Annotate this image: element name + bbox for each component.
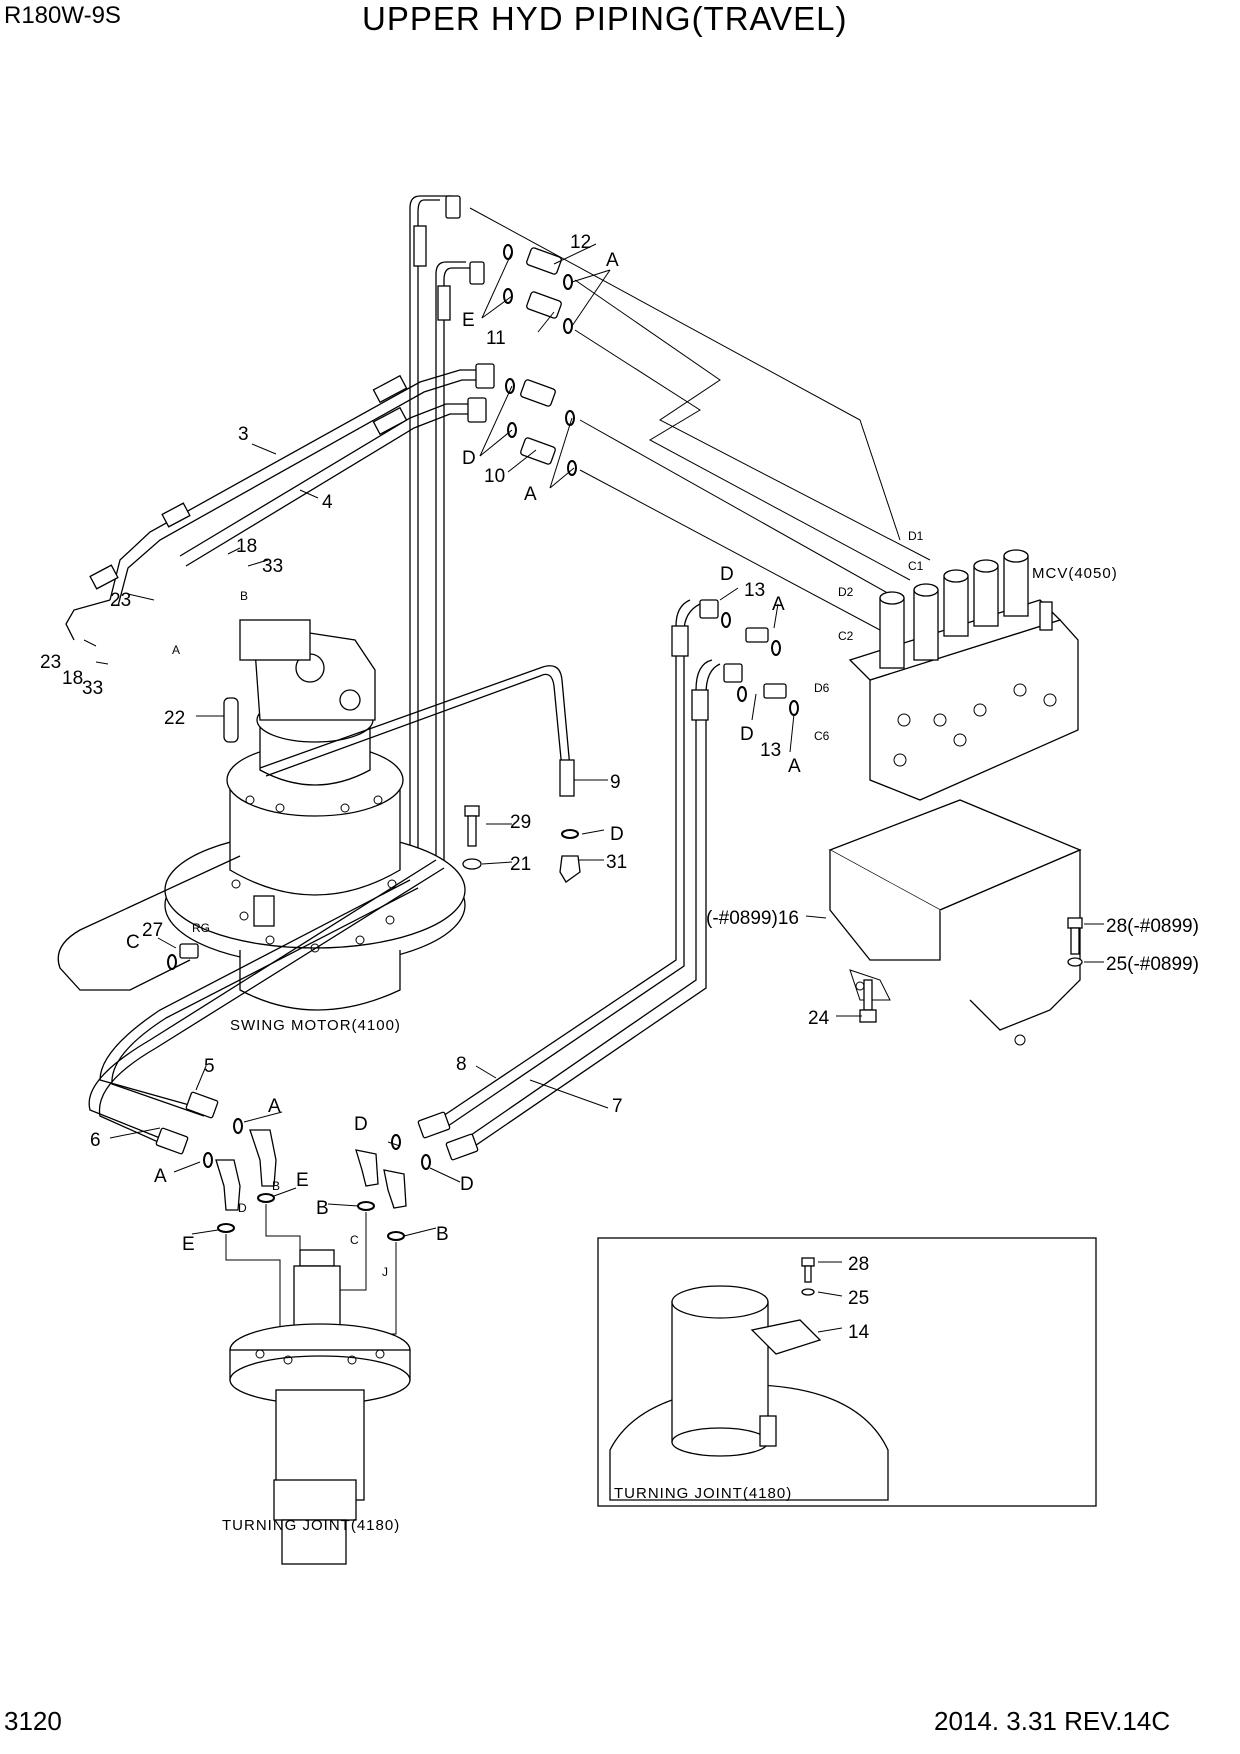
port-label-D: D <box>238 1201 247 1215</box>
bolt-29 <box>462 805 482 870</box>
port-label-J: J <box>382 1265 388 1279</box>
callout-A: A <box>524 484 537 505</box>
port-label-D2: D2 <box>838 585 854 599</box>
lower-hoses <box>88 599 721 1161</box>
callout-labels: 12 A E 11 D 10 A 3 4 18 33 23 B A 23 18 … <box>40 232 1199 1534</box>
callout-23: 23 <box>40 652 61 673</box>
mcv <box>848 549 1079 801</box>
callout-29: 29 <box>510 812 531 833</box>
port-label-A: A <box>172 643 180 657</box>
callout-A: A <box>788 756 801 777</box>
port-label-D6: D6 <box>814 681 830 695</box>
fitting-27 <box>167 943 199 970</box>
callout-B: B <box>316 1198 329 1219</box>
callout-24: 24 <box>808 1008 830 1029</box>
callout-16: (-#0899)16 <box>706 908 799 929</box>
callout-18: 18 <box>62 668 83 689</box>
callout-33: 33 <box>82 678 103 699</box>
port-label-C6: C6 <box>814 729 830 743</box>
callout-13: 13 <box>744 580 765 601</box>
port-label-B: B <box>272 1179 280 1193</box>
page-number: 3120 <box>4 1706 62 1736</box>
turning-joint-label: TURNING JOINT(4180) <box>222 1517 400 1534</box>
callout-4: 4 <box>322 492 333 513</box>
mcv-bracket-16 <box>828 799 1082 1046</box>
callout-21: 21 <box>510 854 531 875</box>
bolt-24 <box>859 979 877 1023</box>
callout-D: D <box>610 824 624 845</box>
callout-E: E <box>462 310 475 331</box>
callout-A: A <box>154 1166 167 1187</box>
port-label-C1: C1 <box>908 559 924 573</box>
elbows-orings <box>203 1118 431 1241</box>
callout-D: D <box>720 564 734 585</box>
swing-motor <box>164 619 466 1011</box>
hoses-3-4 <box>65 369 480 641</box>
port-label-B: B <box>240 589 248 603</box>
callout-9: 9 <box>610 772 621 793</box>
model-number: R180W-9S <box>4 2 121 29</box>
callout-27: 27 <box>142 920 163 941</box>
callout-6: 6 <box>90 1130 101 1151</box>
turning-joint-inset-label: TURNING JOINT(4180) <box>614 1485 792 1502</box>
callout-18: 18 <box>236 536 257 557</box>
turning-joint <box>225 1204 411 1565</box>
rg-hose <box>57 855 241 991</box>
callout-E: E <box>182 1234 195 1255</box>
callout-23: 23 <box>110 590 131 611</box>
callout-10: 10 <box>484 466 505 487</box>
port-label-RG: RG <box>192 921 210 935</box>
callout-B: B <box>436 1224 449 1245</box>
callout-7: 7 <box>612 1096 623 1117</box>
callout-13: 13 <box>760 740 781 761</box>
swing-motor-label: SWING MOTOR(4100) <box>230 1017 401 1034</box>
callout-3: 3 <box>238 424 249 445</box>
callout-8: 8 <box>456 1054 467 1075</box>
mcv-fittings-13 <box>699 599 799 716</box>
callout-5: 5 <box>204 1056 215 1077</box>
bolt-28 <box>1067 917 1083 967</box>
callout-C: C <box>126 932 140 953</box>
part-22 <box>223 697 239 743</box>
callout-28: 28(-#0899) <box>1106 916 1199 937</box>
callout-25-inset: 25 <box>848 1288 869 1309</box>
mcv-label: MCV(4050) <box>1032 565 1118 582</box>
routing-lines <box>469 207 931 631</box>
callout-28-inset: 28 <box>848 1254 869 1275</box>
inset-turning-joint <box>597 1237 1097 1507</box>
port-label-C: C <box>350 1233 359 1247</box>
revision-date: 2014. 3.31 REV.14C <box>934 1706 1171 1736</box>
callout-D: D <box>354 1114 368 1135</box>
callout-A: A <box>268 1096 281 1117</box>
callout-12: 12 <box>570 232 591 253</box>
port-label-D1: D1 <box>908 529 924 543</box>
page-title: UPPER HYD PIPING(TRAVEL) <box>362 0 848 37</box>
hose-9 <box>259 665 581 883</box>
callout-D: D <box>462 448 476 469</box>
callout-22: 22 <box>164 708 185 729</box>
callout-A: A <box>772 594 785 615</box>
callout-E: E <box>296 1170 309 1191</box>
callout-33: 33 <box>262 556 283 577</box>
leader-lines <box>83 243 1104 1333</box>
callout-D: D <box>460 1174 474 1195</box>
callout-25: 25(-#0899) <box>1106 954 1199 975</box>
callout-11: 11 <box>486 328 506 349</box>
hose-bundle-vertical <box>409 195 485 880</box>
callout-31: 31 <box>606 852 627 873</box>
callout-A: A <box>606 250 619 271</box>
port-label-C2: C2 <box>838 629 854 643</box>
callout-14: 14 <box>848 1322 870 1343</box>
callout-D: D <box>740 724 754 745</box>
